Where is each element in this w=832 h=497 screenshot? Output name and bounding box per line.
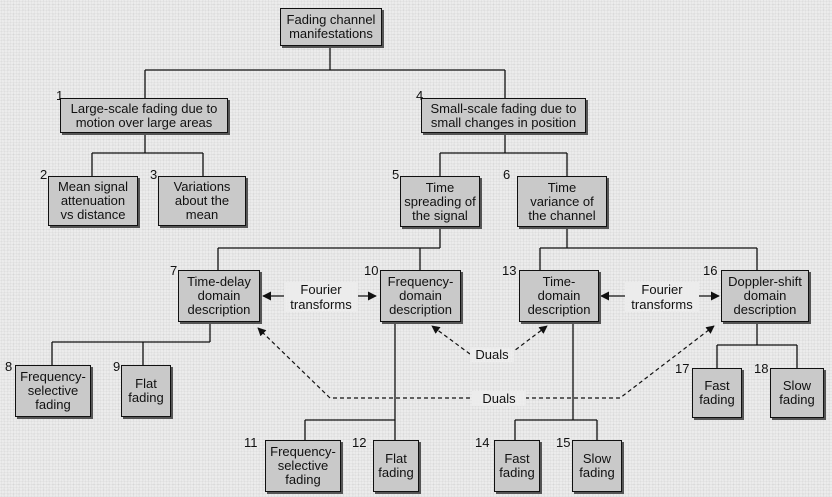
label-fourier-transforms-left: Fourier transforms [284, 282, 358, 312]
box-small-scale-fading: Small-scale fading due to small changes … [421, 98, 586, 133]
box-flat-fading-a: Flat fading [121, 365, 171, 417]
label-duals-outer: Duals [472, 391, 526, 406]
box-number-8: 8 [5, 359, 13, 374]
box-number-4: 4 [416, 88, 424, 103]
box-time-domain: Time- domain description [519, 270, 599, 322]
box-frequency-selective-fading-a: Frequency- selective fading [15, 365, 91, 417]
box-number-17: 17 [675, 361, 690, 376]
box-number-12: 12 [352, 435, 367, 450]
box-number-13: 13 [502, 263, 517, 278]
box-slow-fading-b: Slow fading [770, 368, 824, 418]
box-number-1: 1 [56, 88, 64, 103]
duals-outer-left [257, 327, 470, 399]
box-large-scale-fading: Large-scale fading due to motion over la… [60, 98, 228, 133]
box-mean-signal-attenuation: Mean signal attenuation vs distance [48, 176, 138, 226]
box-number-7: 7 [170, 263, 178, 278]
box-time-delay-domain: Time-delay domain description [178, 270, 260, 322]
box-number-18: 18 [754, 361, 769, 376]
box-number-16: 16 [703, 263, 718, 278]
duals-outer-right [525, 325, 715, 399]
box-number-5: 5 [392, 167, 400, 182]
box-number-14: 14 [475, 435, 490, 450]
label-duals-inner: Duals [470, 347, 514, 362]
box-slow-fading-a: Slow fading [572, 440, 622, 492]
box-fast-fading-b: Fast fading [692, 368, 742, 418]
box-doppler-shift-domain: Doppler-shift domain description [721, 270, 809, 322]
label-fourier-transforms-right: Fourier transforms [625, 282, 699, 312]
box-number-15: 15 [556, 435, 571, 450]
box-frequency-selective-fading-b: Frequency- selective fading [265, 440, 341, 492]
box-flat-fading-b: Flat fading [373, 440, 419, 492]
box-frequency-domain: Frequency- domain description [380, 270, 461, 322]
box-time-variance: Time variance of the channel [517, 176, 607, 227]
box-number-10: 10 [364, 263, 379, 278]
box-number-6: 6 [503, 167, 511, 182]
duals-inner-right [509, 325, 548, 355]
duals-inner-left [431, 325, 471, 355]
box-number-3: 3 [150, 167, 158, 182]
box-number-2: 2 [40, 167, 48, 182]
box-fast-fading-a: Fast fading [494, 440, 540, 492]
box-number-11: 11 [244, 435, 258, 450]
box-root: Fading channel manifestations [280, 8, 382, 46]
box-number-9: 9 [113, 359, 121, 374]
box-variations-about-mean: Variations about the mean [158, 176, 246, 226]
box-time-spreading: Time spreading of the signal [400, 176, 480, 227]
